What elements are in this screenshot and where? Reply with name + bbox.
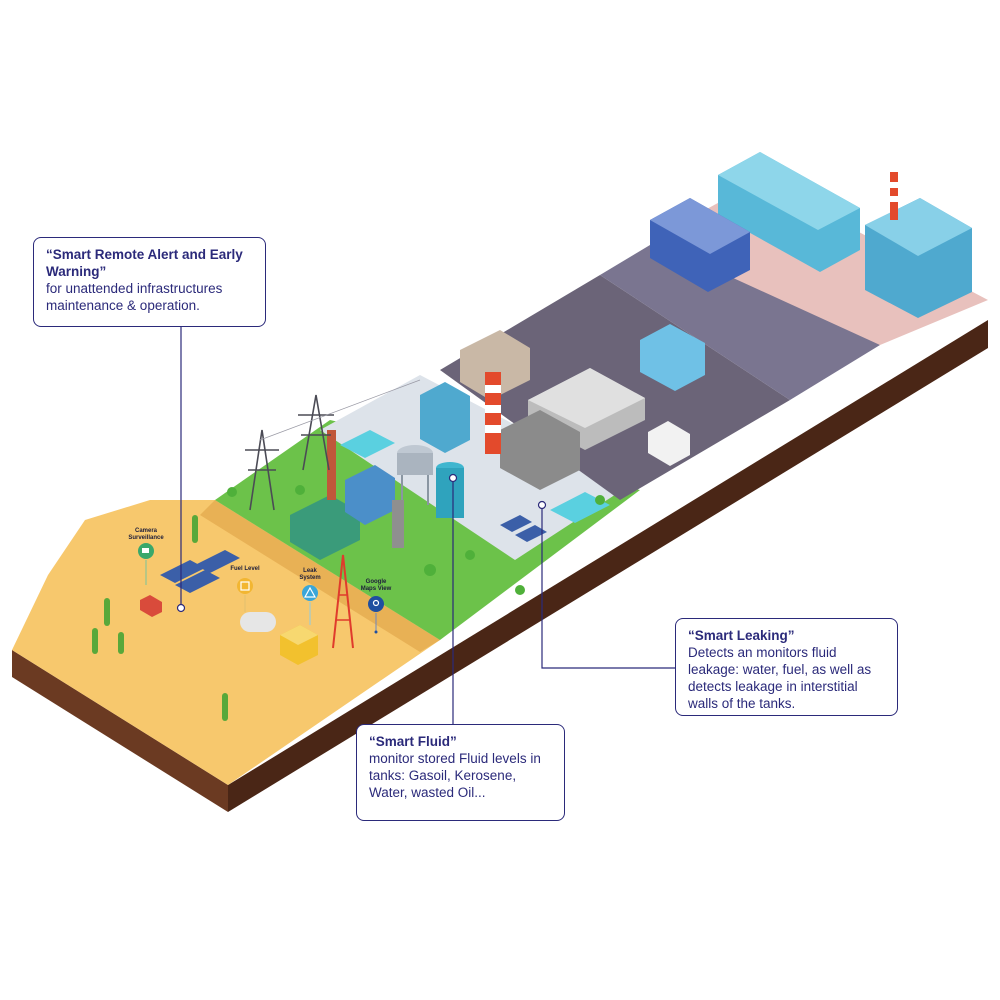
utility-plant bbox=[290, 382, 470, 560]
callout-description: for unattended infrastructures maintenan… bbox=[46, 281, 223, 313]
pin-label: Surveillance bbox=[128, 535, 164, 541]
callout-smart-leaking: “Smart Leaking” Detects an monitors flui… bbox=[675, 618, 898, 716]
callout-leader-lines bbox=[176, 327, 675, 724]
water-pool bbox=[340, 430, 395, 458]
desert-shade bbox=[200, 500, 440, 652]
callout-title: “Smart Fluid” bbox=[369, 734, 457, 749]
desert-equipment bbox=[140, 554, 354, 665]
water-pool bbox=[550, 492, 610, 523]
callout-remote-alert: “Smart Remote Alert and Early Warning” f… bbox=[33, 237, 266, 327]
map-pin-icon bbox=[368, 596, 384, 612]
power-pylons bbox=[245, 379, 421, 511]
callout-description: monitor stored Fluid levels in tanks: Ga… bbox=[369, 751, 541, 800]
pin-label: System bbox=[299, 575, 320, 581]
pin-label: Maps View bbox=[361, 586, 392, 592]
solar-panels bbox=[160, 515, 547, 593]
pin-leak-system: Leak System bbox=[299, 568, 321, 625]
pin-label: Camera bbox=[135, 528, 158, 534]
callout-title: “Smart Leaking” bbox=[688, 628, 795, 643]
plant-concrete-zone bbox=[320, 375, 630, 560]
campus-buildings bbox=[650, 152, 972, 318]
callout-description: Detects an monitors fluid leakage: water… bbox=[688, 645, 872, 711]
desert-zone bbox=[12, 500, 440, 785]
terrain-front-side bbox=[12, 650, 228, 812]
pin-label: Leak bbox=[303, 568, 317, 574]
callout-smart-fluid: “Smart Fluid” monitor stored Fluid level… bbox=[356, 724, 565, 821]
pin-camera-surveillance: Camera Surveillance bbox=[128, 528, 164, 585]
pin-label: Fuel Level bbox=[230, 566, 260, 572]
fuel-can-icon bbox=[237, 578, 253, 594]
cacti bbox=[92, 515, 228, 721]
industrial-buildings bbox=[460, 324, 705, 490]
pin-google-maps-view: Google Maps View bbox=[361, 579, 392, 634]
terrain-right-side bbox=[228, 320, 988, 812]
pin-fuel-level: Fuel Level bbox=[230, 566, 260, 612]
pin-label: Google bbox=[366, 579, 387, 585]
trees bbox=[227, 485, 605, 595]
callout-title: “Smart Remote Alert and Early Warning” bbox=[46, 247, 243, 279]
